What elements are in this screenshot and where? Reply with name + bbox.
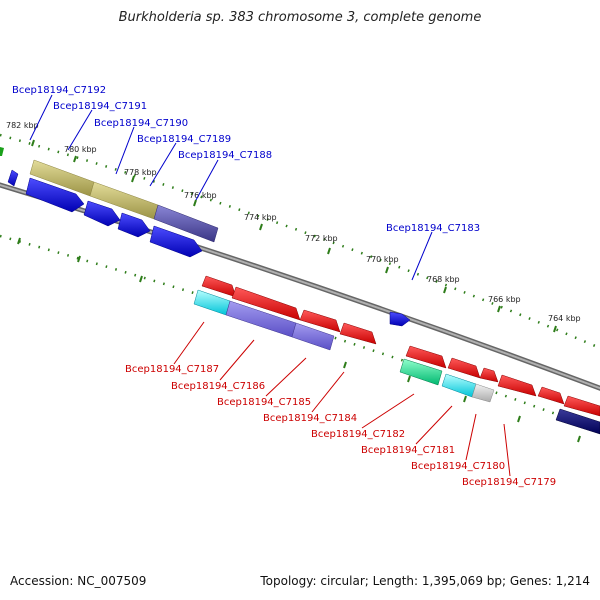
gene-C7183-arrow[interactable] <box>389 311 411 327</box>
ruler-label: 778 kbp <box>124 168 157 177</box>
ruler-label: 772 kbp <box>305 234 338 243</box>
gene-C7181-arrow[interactable] <box>447 357 481 379</box>
ruler-label: 774 kbp <box>244 213 277 222</box>
gene-label-c7179[interactable]: Bcep18194_C7179 <box>462 477 556 488</box>
gene-label-c7188[interactable]: Bcep18194_C7188 <box>178 150 272 161</box>
gene-label-c7192[interactable]: Bcep18194_C7192 <box>12 85 106 96</box>
ruler-label: 770 kbp <box>366 255 399 264</box>
gene-label-c7187[interactable]: Bcep18194_C7187 <box>125 364 219 375</box>
gene-label-c7189[interactable]: Bcep18194_C7189 <box>137 134 231 145</box>
gene-C7180-arrow[interactable] <box>479 367 499 383</box>
gene-label-c7190[interactable]: Bcep18194_C7190 <box>94 118 188 129</box>
ruler-label: 766 kbp <box>488 295 521 304</box>
gene-C7185[interactable] <box>291 322 335 351</box>
green-edge-marker <box>0 147 4 156</box>
gene-navy-edge[interactable] <box>555 408 600 435</box>
genome-summary: Topology: circular; Length: 1,395,069 bp… <box>260 574 590 588</box>
ruler-label: 768 kbp <box>427 275 460 284</box>
gene-C7192-arrow[interactable] <box>25 177 85 213</box>
ruler-label: 780 kbp <box>64 145 97 154</box>
gene-C7187[interactable] <box>193 289 231 316</box>
gene-label-c7180[interactable]: Bcep18194_C7180 <box>411 461 505 472</box>
gene-C7182-arrow[interactable] <box>405 345 447 369</box>
reverse-callout-lines <box>173 321 511 477</box>
gene-red-edge[interactable] <box>563 395 600 417</box>
gene-C7179-arrow[interactable] <box>497 374 537 397</box>
gene-C7188-arrow[interactable] <box>149 225 203 258</box>
forward-olive-track <box>29 159 219 243</box>
forward-callout-lines <box>29 94 433 281</box>
gene-label-c7191[interactable]: Bcep18194_C7191 <box>53 101 147 112</box>
gene-label-c7182[interactable]: Bcep18194_C7182 <box>311 429 405 440</box>
gene-label-c7185[interactable]: Bcep18194_C7185 <box>217 397 311 408</box>
forward-gene-labels: Bcep18194_C7192 Bcep18194_C7191 Bcep1819… <box>12 85 480 234</box>
ruler-labels: 782 kbp 780 kbp 778 kbp 776 kbp 774 kbp … <box>6 121 581 323</box>
gene-C7180[interactable] <box>471 383 495 403</box>
gene-C7181[interactable] <box>441 373 477 398</box>
gene-label-c7181[interactable]: Bcep18194_C7181 <box>361 445 455 456</box>
gene-label-c7186[interactable]: Bcep18194_C7186 <box>171 381 265 392</box>
gene-C7192[interactable] <box>7 169 19 187</box>
gene-label-c7183[interactable]: Bcep18194_C7183 <box>386 223 480 234</box>
ruler-label: 782 kbp <box>6 121 39 130</box>
gene-C7191-arrow[interactable] <box>83 200 121 227</box>
gene-C7185-arrow[interactable] <box>299 309 341 333</box>
reverse-red-track <box>201 275 600 417</box>
gene-C7182[interactable] <box>399 358 443 386</box>
map-title: Burkholderia sp. 383 chromosome 3, compl… <box>118 10 482 25</box>
gene-red-next[interactable] <box>537 386 565 405</box>
gene-C7190-arrow[interactable] <box>117 212 151 238</box>
gene-C7184-arrow[interactable] <box>339 322 377 345</box>
accession-text: Accession: NC_007509 <box>10 574 147 588</box>
ruler-track <box>0 133 600 432</box>
ruler-major-ticks <box>17 139 581 443</box>
gene-C7189[interactable] <box>153 204 219 243</box>
forward-blue-track <box>0 147 411 327</box>
ruler-label: 764 kbp <box>548 314 581 323</box>
chromosome-backbone <box>0 182 600 391</box>
reverse-gene-labels: Bcep18194_C7187 Bcep18194_C7186 Bcep1819… <box>125 364 556 488</box>
ruler-label: 776 kbp <box>184 191 217 200</box>
reverse-lower-track <box>193 289 600 435</box>
gene-label-c7184[interactable]: Bcep18194_C7184 <box>263 413 357 424</box>
